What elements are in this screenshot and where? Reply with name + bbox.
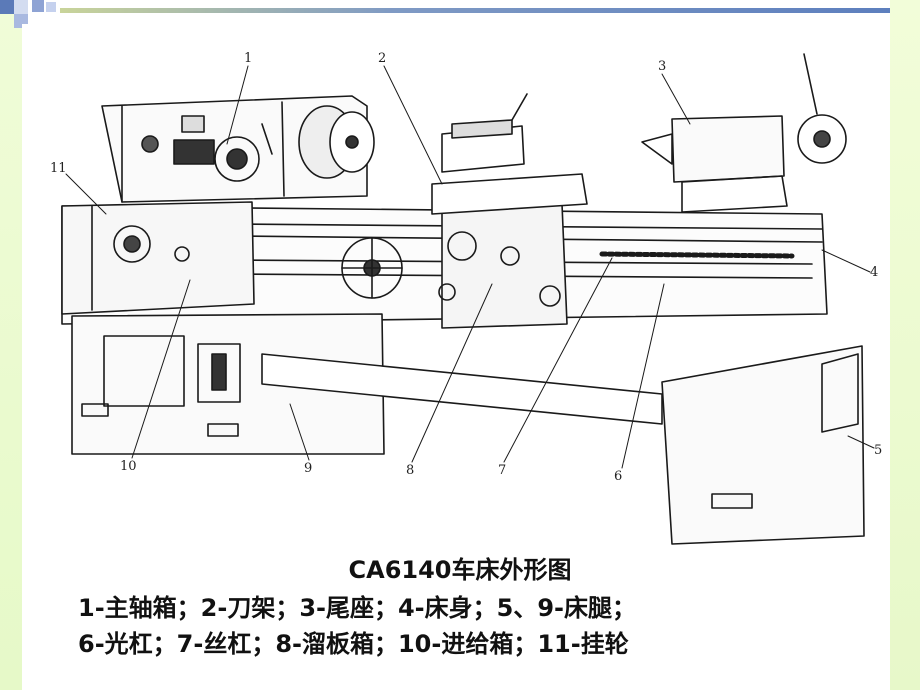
callout-4: 4 bbox=[870, 265, 878, 280]
slide-top-bar bbox=[60, 8, 890, 13]
callout-leaders bbox=[65, 65, 875, 469]
tailstock bbox=[641, 53, 847, 213]
callout-7: 7 bbox=[498, 463, 506, 478]
feed-gearbox bbox=[61, 201, 255, 315]
callout-labels: 1 2 3 4 5 6 7 8 9 10 11 bbox=[50, 51, 882, 484]
left-decor-stripe bbox=[0, 0, 22, 690]
callout-6: 6 bbox=[614, 469, 622, 484]
callout-8: 8 bbox=[406, 463, 414, 478]
legend-line-1: 1-主轴箱；2-刀架；3-尾座；4-床身；5、9-床腿； bbox=[78, 594, 636, 622]
callout-10: 10 bbox=[120, 459, 137, 474]
callout-1: 1 bbox=[244, 51, 252, 66]
callout-9: 9 bbox=[304, 461, 312, 476]
callout-5: 5 bbox=[874, 443, 882, 458]
callout-3: 3 bbox=[658, 59, 666, 74]
lathe-drawing: 1 2 3 4 5 6 7 8 9 10 11 bbox=[50, 51, 882, 545]
carriage-apron bbox=[341, 93, 588, 329]
figure-title: CA6140车床外形图 bbox=[348, 556, 572, 584]
lathe-legs bbox=[71, 313, 865, 545]
callout-2: 2 bbox=[378, 51, 386, 66]
lathe-diagram: 1 2 3 4 5 6 7 8 9 10 11 bbox=[22, 24, 888, 546]
headstock bbox=[101, 95, 368, 203]
chuck bbox=[298, 105, 375, 179]
callout-11: 11 bbox=[50, 161, 67, 176]
right-decor-stripe bbox=[890, 0, 920, 690]
legend-line-2: 6-光杠；7-丝杠；8-溜板箱；10-进给箱；11-挂轮 bbox=[78, 630, 629, 658]
